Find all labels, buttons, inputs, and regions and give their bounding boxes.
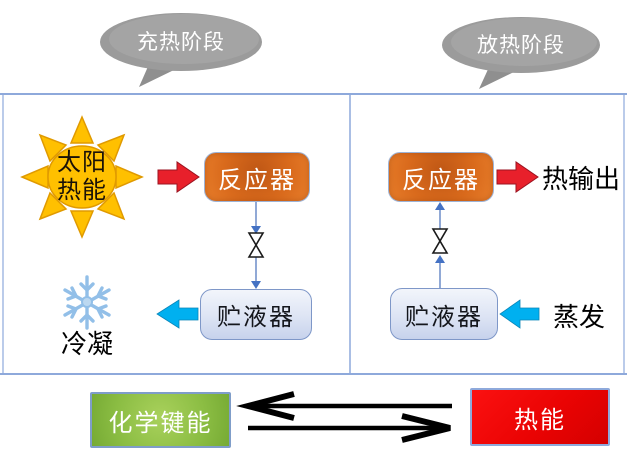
charge-phase-bubble-shape <box>100 13 262 87</box>
up-arrowhead <box>435 202 445 210</box>
valve-icon <box>431 228 449 254</box>
solar-to-reactor-arrow <box>157 161 200 193</box>
discharge-storage-label: 贮液器 <box>405 304 483 331</box>
reversible-reaction-arrows-icon <box>236 391 452 443</box>
down-arrowhead <box>251 226 261 234</box>
storage-to-condense-arrow <box>156 299 199 329</box>
discharge-reactor-label: 反应器 <box>402 167 480 194</box>
up-arrowhead <box>435 255 445 263</box>
snowflake-icon <box>63 275 111 330</box>
panel-frame <box>0 93 627 375</box>
charge-reactor-box: 反应器 <box>204 152 310 202</box>
charge-storage-box: 贮液器 <box>200 289 312 340</box>
chemical-bond-energy-box: 化学键能 <box>90 392 231 448</box>
charge-storage-label: 贮液器 <box>217 305 295 331</box>
chemical-bond-energy-label: 化学键能 <box>108 410 213 437</box>
evaporation-to-storage-arrow <box>499 299 540 329</box>
heat-output-label: 热输出 <box>541 164 620 194</box>
thermal-energy-label: 热能 <box>514 407 566 434</box>
thermal-energy-box: 热能 <box>470 388 610 446</box>
charge-phase-bubble-label: 充热阶段 <box>137 30 225 54</box>
charge-reactor-label: 反应器 <box>218 167 296 194</box>
solar-energy-label: 太阳 热能 <box>48 148 116 206</box>
discharge-reactor-box: 反应器 <box>388 152 494 202</box>
evaporation-label: 蒸发 <box>552 302 605 332</box>
valve-icon <box>247 232 265 258</box>
solar-energy-line2: 热能 <box>57 178 107 204</box>
condensation-label: 冷凝 <box>60 329 113 359</box>
solar-energy-line1: 太阳 <box>57 150 107 176</box>
sun-icon <box>20 115 144 239</box>
discharge-phase-bubble-shape <box>442 17 600 89</box>
down-arrowhead <box>251 281 261 289</box>
reactor-to-heat-output-arrow <box>496 161 539 193</box>
discharge-phase-bubble-label: 放热阶段 <box>477 33 565 57</box>
discharge-storage-box: 贮液器 <box>390 288 498 340</box>
